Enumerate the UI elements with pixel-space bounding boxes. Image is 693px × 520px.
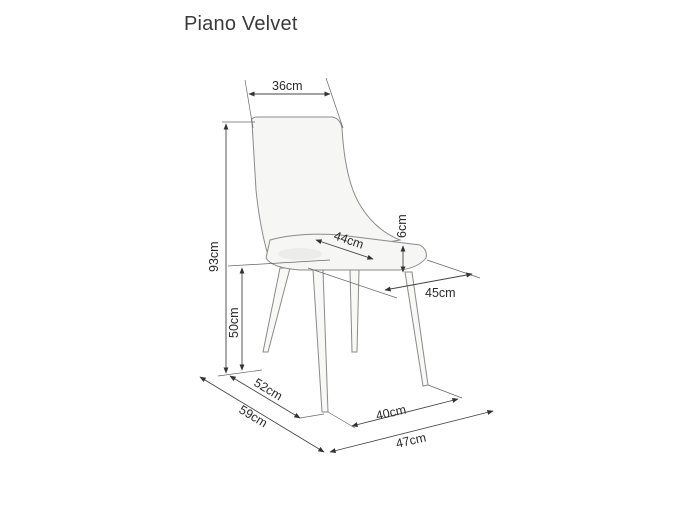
label-total-width: 47cm [395,430,428,451]
dim-seat-thickness: 6cm [395,214,409,273]
dim-leg-width: 40cm [327,384,463,429]
front-right-leg [312,269,329,413]
front-left-leg [262,267,291,353]
dim-total-height: 93cm [207,121,255,374]
chair-illustration [251,116,429,413]
dim-seat-height: 50cm [227,259,331,371]
dim-total-width: 47cm [329,409,494,454]
label-back-width: 36cm [272,79,303,93]
dim-leg-depth: 52cm [217,369,325,419]
label-leg-width: 40cm [375,402,408,423]
dim-seat-width: 45cm [307,259,481,300]
label-total-depth: 59cm [236,403,269,431]
label-seat-height: 50cm [227,307,241,338]
product-title: Piano Velvet [184,13,298,35]
label-total-height: 93cm [207,241,221,272]
label-seat-width: 45cm [425,286,456,300]
dim-back-width: 36cm [244,77,344,129]
chair-backrest [251,116,402,263]
label-seat-thickness: 6cm [395,214,409,238]
